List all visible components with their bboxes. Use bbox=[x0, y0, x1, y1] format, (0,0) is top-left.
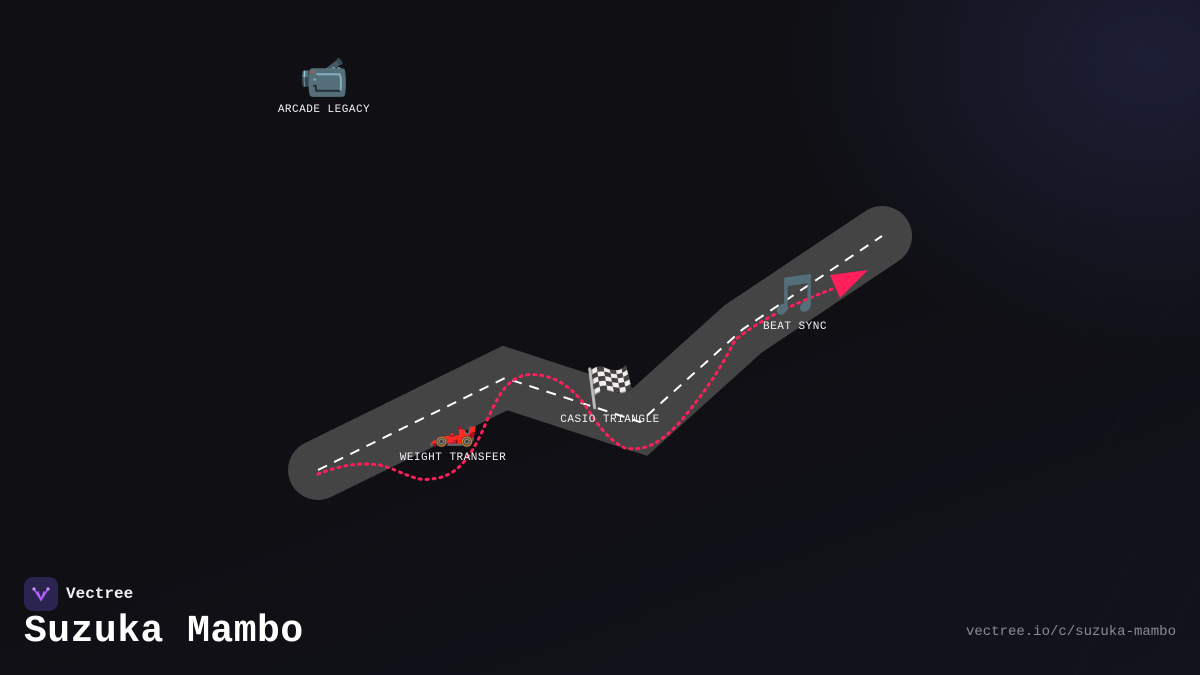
course-url[interactable]: vectree.io/c/suzuka-mambo bbox=[965, 624, 1176, 640]
brand-name: Vectree bbox=[66, 585, 134, 603]
marker-casio-triangle[interactable]: 🏁 CASIO TRIANGLE bbox=[560, 366, 659, 426]
marker-weight-transfer[interactable]: 🏎️ WEIGHT TRANSFER bbox=[400, 404, 507, 464]
racing-line-arrowhead bbox=[830, 270, 868, 298]
center-line bbox=[317, 235, 883, 471]
video-camera-icon: 📹 bbox=[299, 55, 349, 101]
marker-label: BEAT SYNC bbox=[763, 321, 827, 333]
marker-arcade-legacy[interactable]: 📹 ARCADE LEGACY bbox=[278, 56, 370, 116]
marker-label: WEIGHT TRANSFER bbox=[399, 452, 507, 464]
page-title: Suzuka Mambo bbox=[24, 610, 304, 653]
vectree-logo-icon bbox=[24, 577, 58, 611]
checkered-flag-icon: 🏁 bbox=[585, 365, 635, 411]
marker-beat-sync[interactable]: 🎵 BEAT SYNC bbox=[763, 273, 827, 333]
racing-line bbox=[316, 286, 837, 481]
music-note-icon: 🎵 bbox=[770, 272, 820, 318]
marker-label: CASIO TRIANGLE bbox=[560, 414, 660, 426]
race-car-icon: 🏎️ bbox=[428, 403, 478, 449]
brand[interactable]: Vectree bbox=[24, 577, 133, 611]
marker-label: ARCADE LEGACY bbox=[277, 104, 371, 116]
